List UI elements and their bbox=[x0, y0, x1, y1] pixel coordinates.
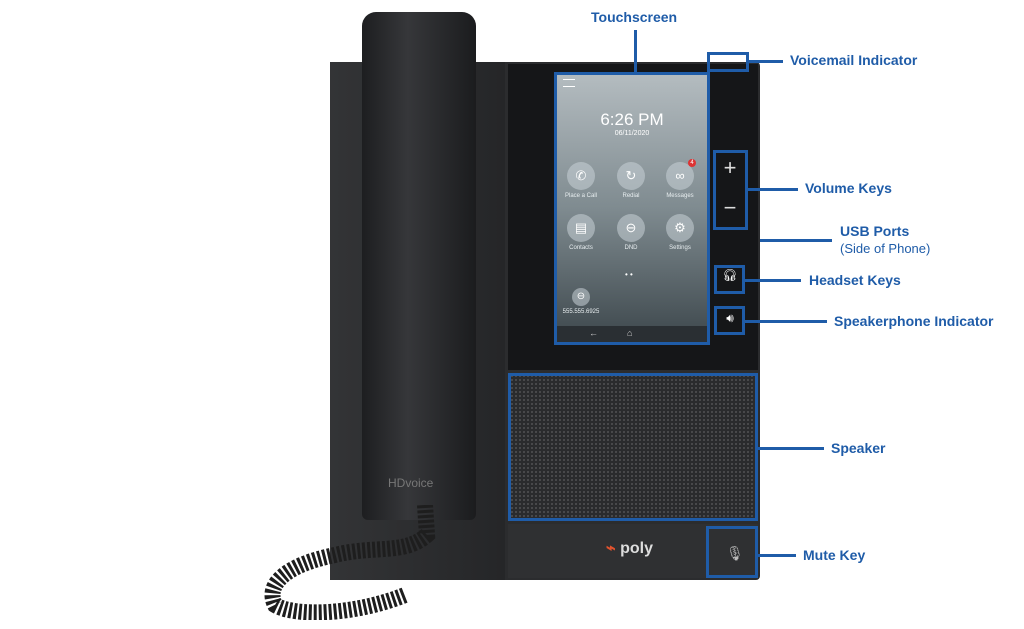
mute-icon[interactable]: 🎙︎ bbox=[726, 545, 744, 561]
touchscreen-callout-box bbox=[554, 72, 710, 345]
headset-leader bbox=[745, 279, 801, 282]
label-voicemail: Voicemail Indicator bbox=[790, 52, 918, 68]
app-messages[interactable]: ∞Messages 4 bbox=[660, 159, 700, 199]
app-redial[interactable]: ↻Redial bbox=[611, 162, 651, 199]
label-usb: USB Ports bbox=[840, 223, 910, 239]
hdvoice-logo: HDvoice bbox=[388, 476, 434, 490]
nav-bar: ← ⌂ bbox=[557, 326, 707, 342]
mute-leader bbox=[758, 554, 796, 557]
app-dnd[interactable]: ⊖DND bbox=[611, 214, 651, 251]
handset[interactable] bbox=[362, 12, 476, 520]
voicemail-callout-box bbox=[707, 52, 749, 72]
handset-cord bbox=[264, 505, 436, 620]
contacts-icon: ▤ bbox=[567, 214, 595, 242]
speaker-leader bbox=[758, 447, 824, 450]
clock-date: 06/11/2020 bbox=[614, 130, 650, 137]
menu-icon[interactable] bbox=[563, 79, 575, 87]
bottom-bar bbox=[508, 524, 758, 578]
speakerphone-callout-box bbox=[714, 306, 745, 335]
redial-icon: ↻ bbox=[617, 162, 645, 190]
phone-icon: ✆ bbox=[567, 162, 595, 190]
speaker-grille bbox=[510, 374, 756, 519]
app-place-call[interactable]: ✆Place a Call bbox=[561, 162, 601, 199]
app-contacts[interactable]: ▤Contacts bbox=[561, 214, 601, 251]
voicemail-leader bbox=[749, 60, 783, 63]
app-settings[interactable]: ⚙Settings bbox=[660, 214, 700, 251]
dnd-icon: ⊖ bbox=[617, 214, 645, 242]
poly-logo: ⌁ poly bbox=[606, 540, 653, 557]
volume-leader bbox=[748, 188, 798, 191]
clock-time: 6:26 PM bbox=[600, 110, 664, 129]
label-usb-sub: (Side of Phone) bbox=[840, 241, 931, 256]
speaker-icon[interactable]: 🔊︎ bbox=[726, 311, 734, 325]
headset-callout-box bbox=[714, 265, 745, 294]
touchscreen-leader bbox=[634, 30, 637, 73]
line-key[interactable]: ⊖555.555.6925 bbox=[559, 288, 603, 315]
usb-leader bbox=[760, 239, 832, 242]
label-headset: Headset Keys bbox=[809, 272, 901, 288]
speaker-callout-box bbox=[508, 373, 758, 521]
voicemail-icon: ∞ bbox=[666, 162, 694, 190]
speakerphone-leader bbox=[745, 320, 827, 323]
touchscreen[interactable]: 6:26 PM 06/11/2020 ✆Place a Call ↻Redial… bbox=[557, 74, 707, 342]
message-badge: 4 bbox=[688, 159, 696, 167]
label-touchscreen: Touchscreen bbox=[591, 9, 678, 25]
volume-callout-box bbox=[713, 150, 748, 230]
label-speaker: Speaker bbox=[831, 440, 886, 456]
gear-icon: ⚙ bbox=[666, 214, 694, 242]
home-icon[interactable]: ⌂ bbox=[627, 328, 633, 338]
headset-icon[interactable]: 🎧︎ bbox=[722, 268, 738, 282]
label-volume: Volume Keys bbox=[805, 180, 892, 196]
page-dots: • • bbox=[625, 270, 633, 279]
label-mute: Mute Key bbox=[803, 547, 866, 563]
label-speakerphone: Speakerphone Indicator bbox=[834, 313, 994, 329]
dnd-icon: ⊖ bbox=[572, 288, 590, 306]
back-icon[interactable]: ← bbox=[589, 328, 598, 338]
volume-down-key[interactable]: − bbox=[723, 195, 737, 220]
volume-up-key[interactable]: + bbox=[723, 155, 737, 180]
mute-callout-box bbox=[706, 526, 758, 578]
